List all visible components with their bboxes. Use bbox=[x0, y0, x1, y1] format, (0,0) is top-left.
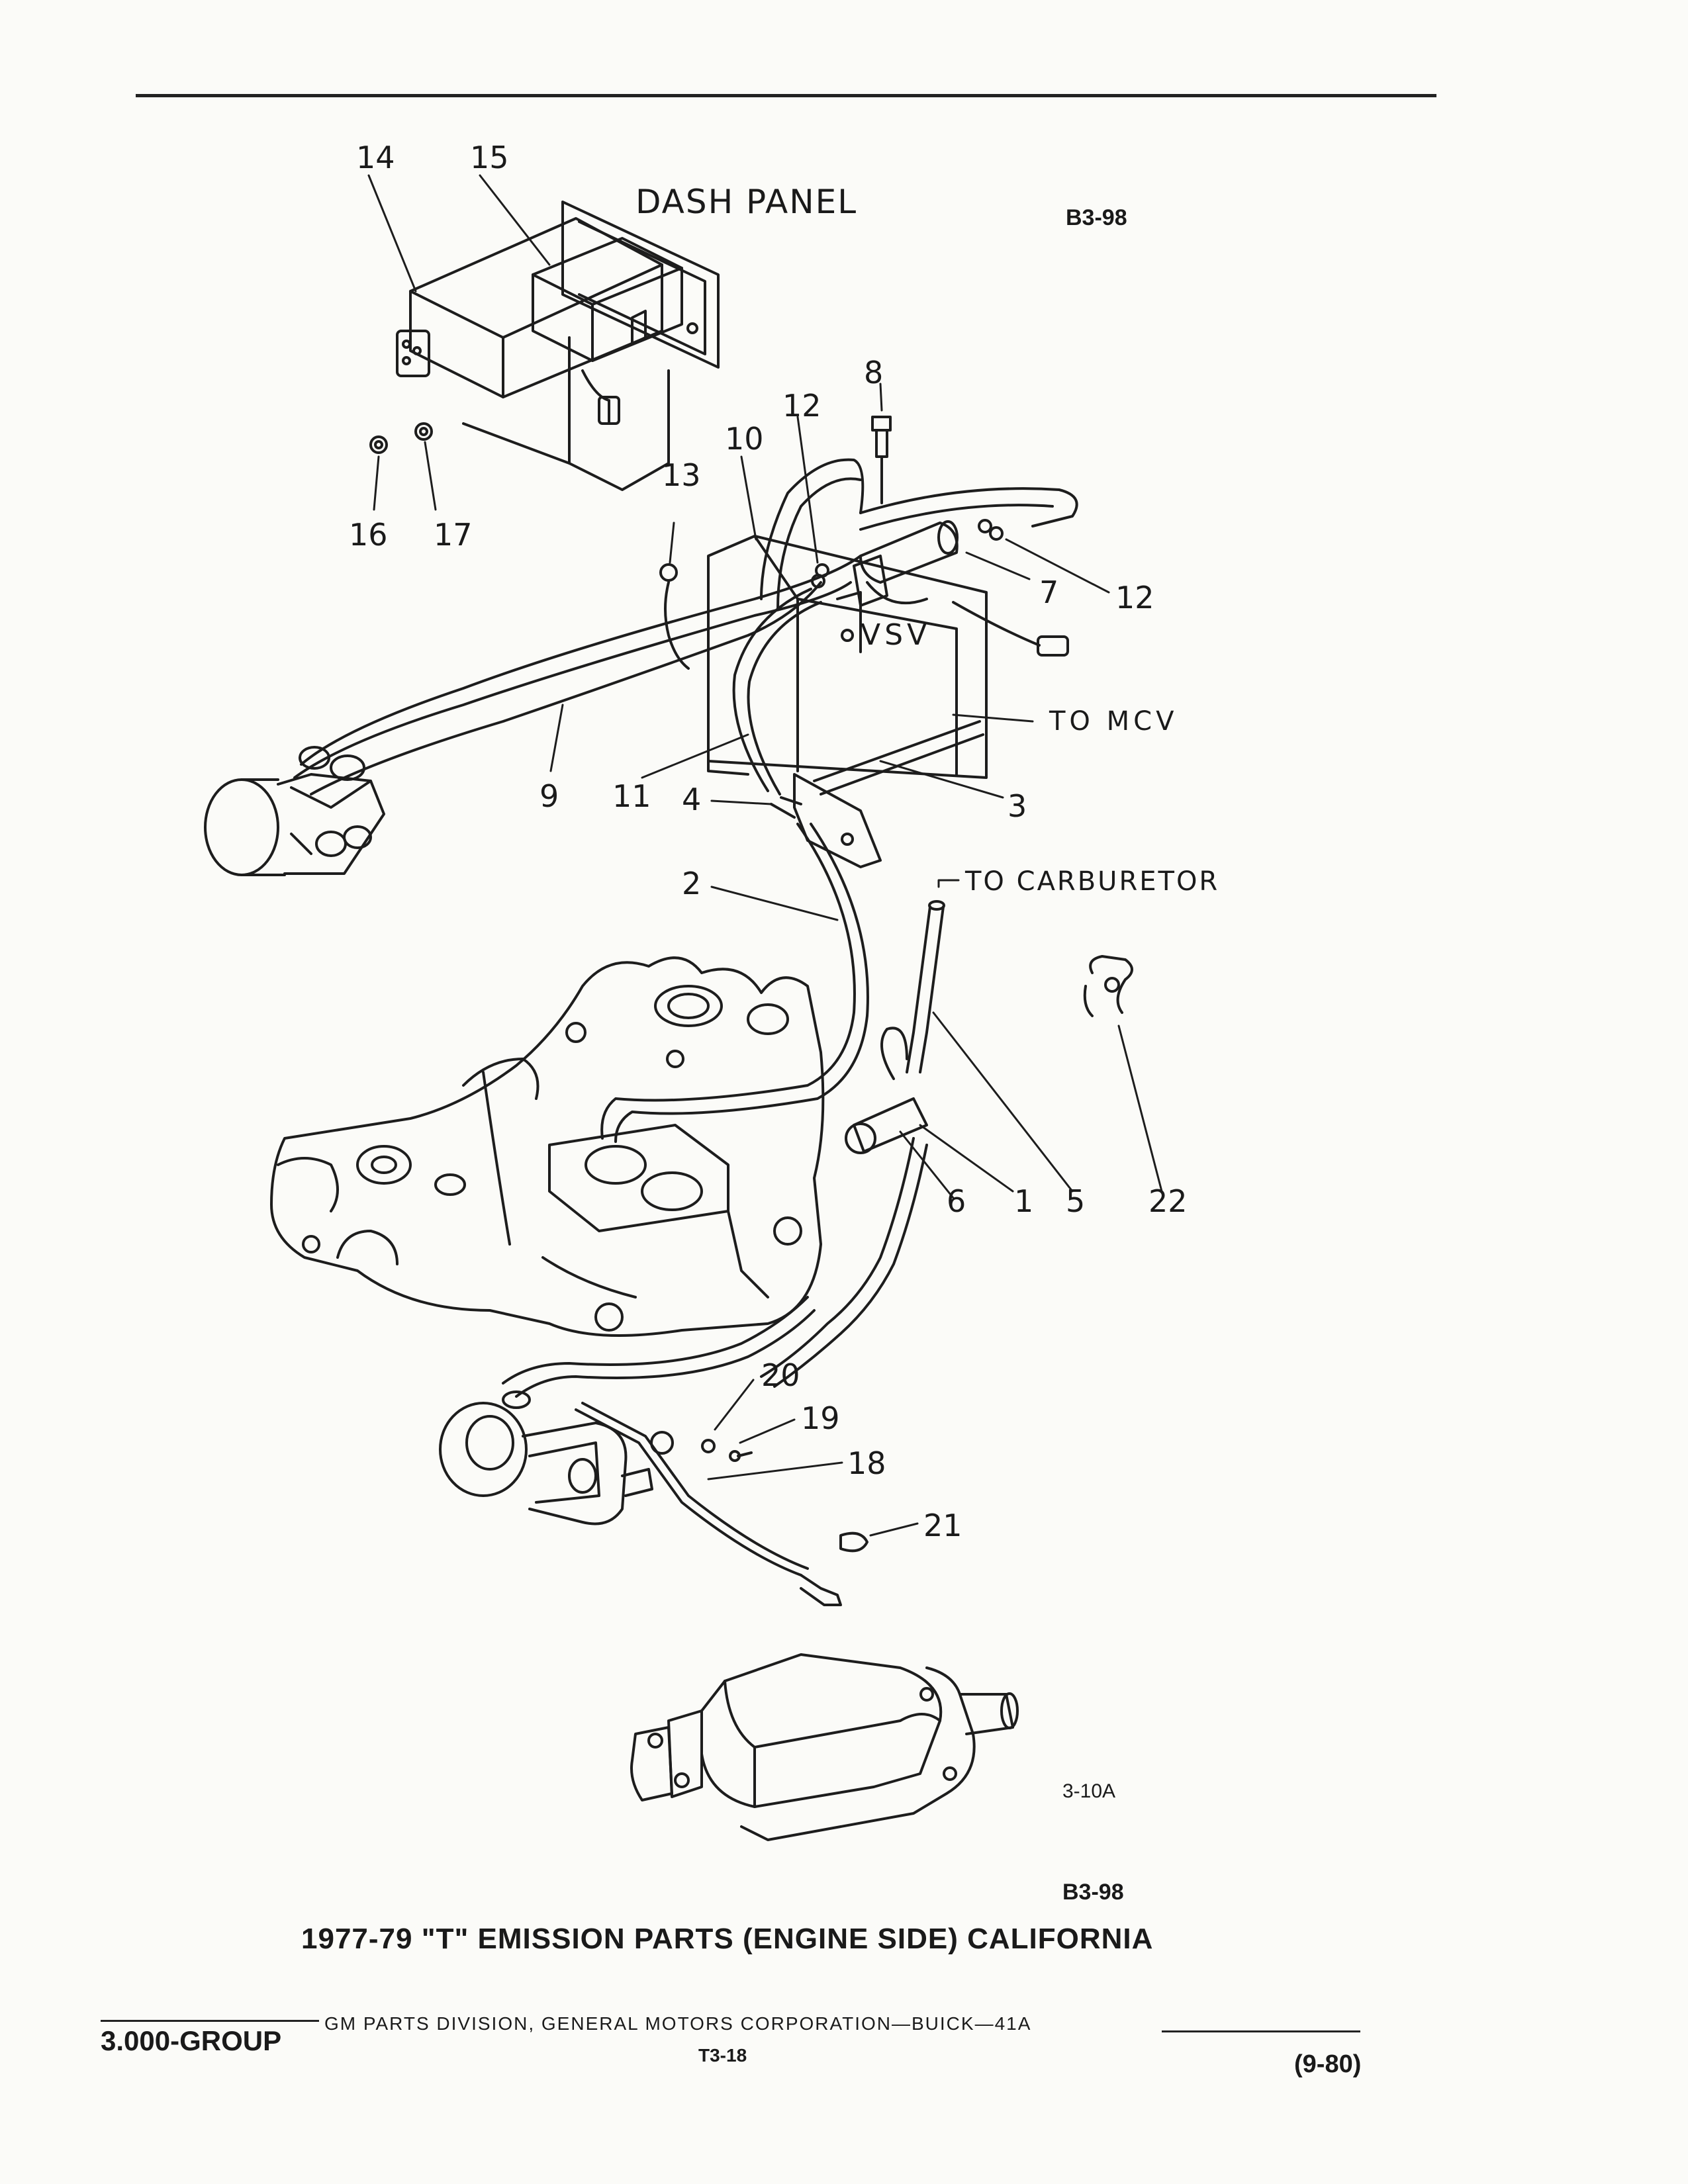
callout-4: 4 bbox=[682, 782, 702, 817]
vsv-bracket bbox=[707, 535, 988, 868]
callout-6: 6 bbox=[947, 1183, 966, 1219]
callout-8: 8 bbox=[864, 355, 884, 390]
ref-top: B3-98 bbox=[1066, 205, 1127, 230]
callout-19: 19 bbox=[801, 1400, 840, 1436]
callout-20: 20 bbox=[761, 1357, 800, 1393]
callout-14: 14 bbox=[356, 140, 395, 175]
callout-21: 21 bbox=[923, 1508, 962, 1543]
callout-17: 17 bbox=[434, 517, 473, 553]
callout-9: 9 bbox=[539, 778, 559, 814]
vacuum-hoses bbox=[293, 458, 1078, 796]
callout-10: 10 bbox=[725, 421, 764, 457]
to-carburetor-label: TO CARBURETOR bbox=[965, 866, 1220, 897]
dash-panel-relays bbox=[396, 201, 720, 491]
footer-page-number: T3-18 bbox=[698, 2045, 747, 2066]
callout-12-right: 12 bbox=[1115, 580, 1154, 615]
bolt bbox=[871, 416, 892, 504]
vsv-valve bbox=[836, 520, 1069, 657]
callout-16: 16 bbox=[349, 517, 388, 553]
leader-lines bbox=[367, 174, 1163, 1537]
footer-date: (9-80) bbox=[1294, 2050, 1362, 2078]
callout-18: 18 bbox=[847, 1445, 886, 1481]
to-mcv-label: TO MCV bbox=[1049, 706, 1178, 737]
callout-3: 3 bbox=[1008, 788, 1027, 824]
hoses-lower bbox=[600, 588, 984, 1143]
top-rule bbox=[136, 94, 1436, 97]
figure-id: 3-10A bbox=[1062, 1780, 1116, 1802]
callout-13: 13 bbox=[662, 457, 701, 493]
footer-corporation: GM PARTS DIVISION, GENERAL MOTORS CORPOR… bbox=[324, 2013, 1032, 2034]
callout-5: 5 bbox=[1066, 1183, 1086, 1219]
catalytic-converter bbox=[630, 1653, 1019, 1841]
egr-valve bbox=[439, 1390, 653, 1525]
vsv-label: VSV bbox=[861, 618, 931, 652]
footer-rule-left bbox=[101, 2020, 319, 2022]
callout-22: 22 bbox=[1149, 1183, 1188, 1219]
callout-11: 11 bbox=[612, 778, 651, 814]
callout-2: 2 bbox=[682, 866, 702, 901]
hose-clamp bbox=[811, 519, 1004, 588]
manifold bbox=[270, 956, 825, 1337]
carburetor-line bbox=[502, 900, 945, 1398]
figure-caption: 1977-79 "T" EMISSION PARTS (ENGINE SIDE)… bbox=[301, 1923, 1154, 1955]
callout-1: 1 bbox=[1014, 1183, 1034, 1219]
ref-bottom: B3-98 bbox=[1062, 1880, 1124, 1905]
callout-12-upper: 12 bbox=[782, 388, 821, 424]
dash-panel-label: DASH PANEL bbox=[635, 183, 858, 221]
callout-15: 15 bbox=[470, 140, 509, 175]
callout-7: 7 bbox=[1039, 574, 1059, 610]
footer-group: 3.000-GROUP bbox=[101, 2025, 282, 2056]
nut-washer bbox=[369, 422, 433, 454]
oxygen-sensor-cable bbox=[575, 1402, 868, 1606]
thermal-vacuum-valve bbox=[204, 746, 385, 876]
footer-rule-right bbox=[1162, 2030, 1360, 2032]
clip bbox=[1083, 955, 1133, 1017]
